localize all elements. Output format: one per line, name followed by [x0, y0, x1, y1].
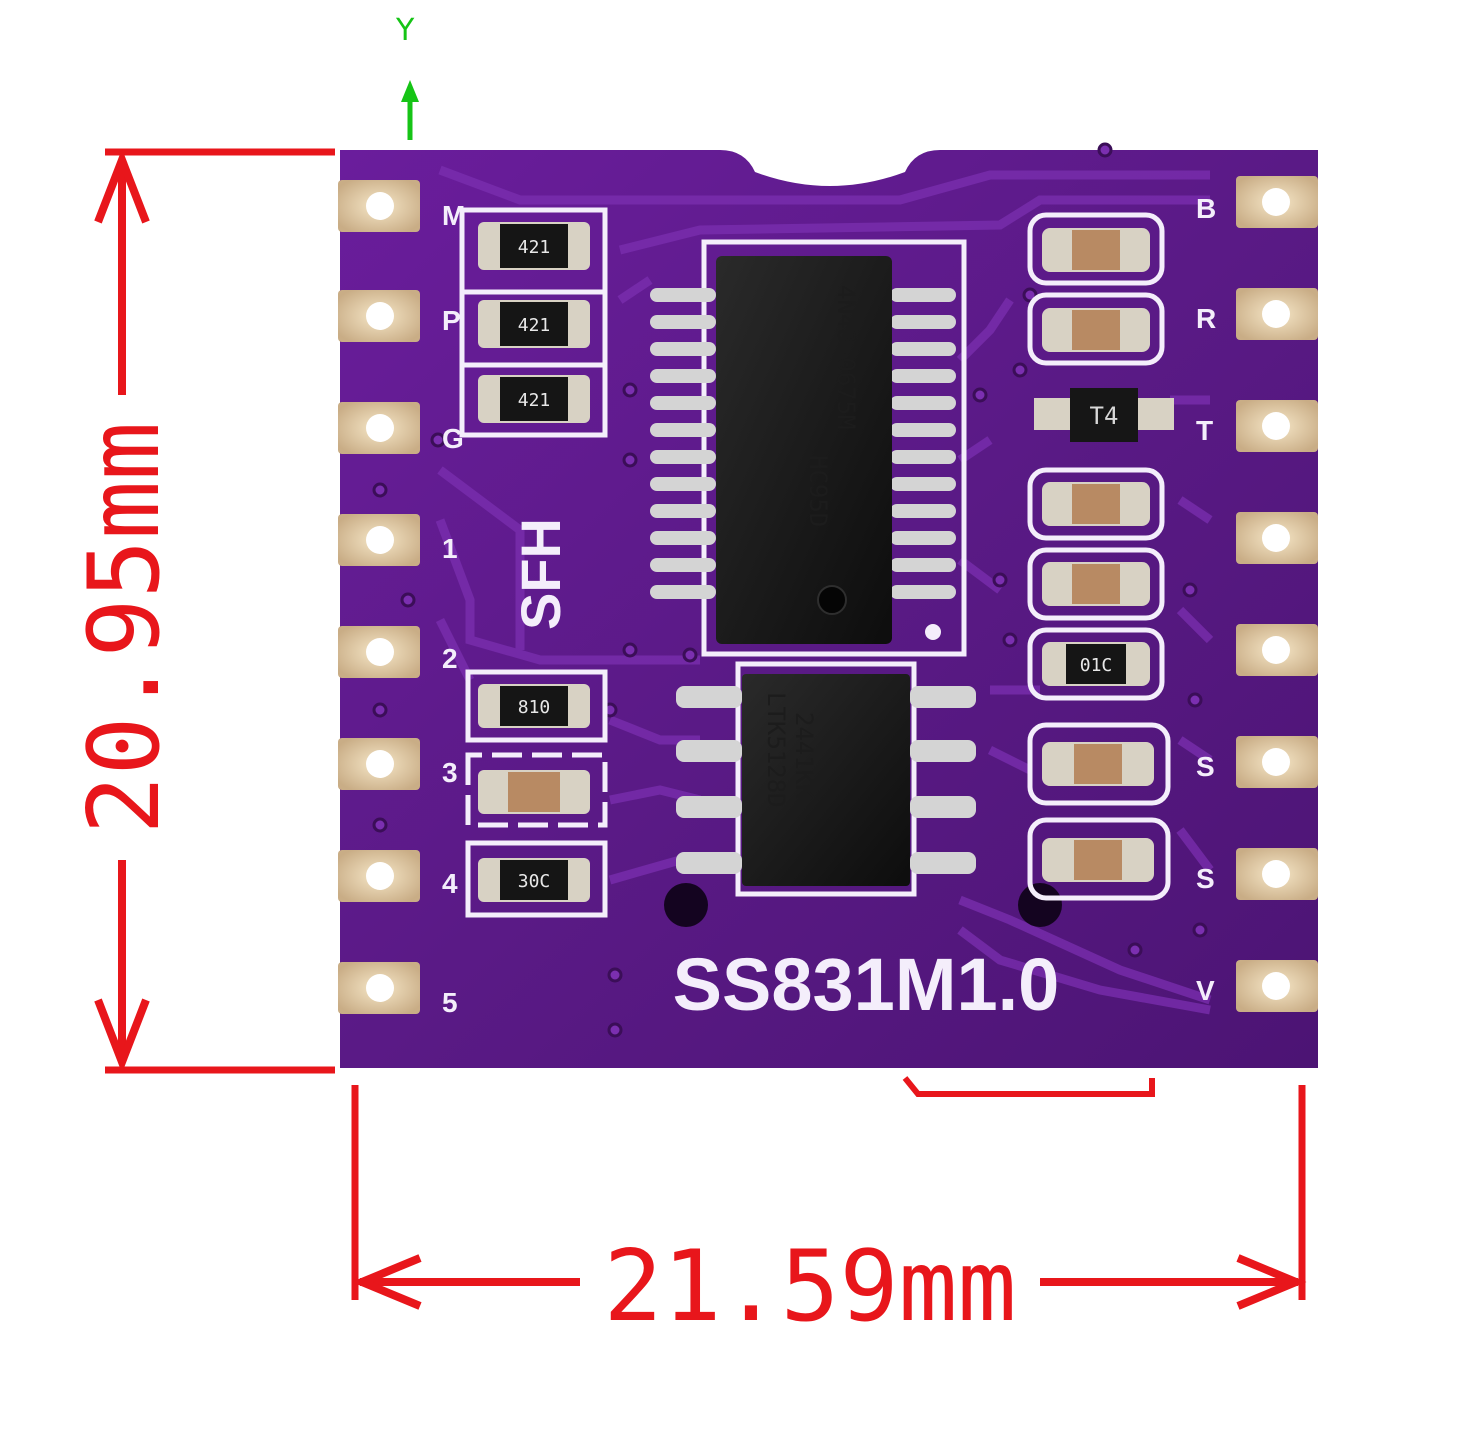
pin-label-right: R	[1196, 303, 1216, 334]
pin-label-left: G	[442, 423, 464, 454]
arrow-right-icon	[1236, 1254, 1307, 1310]
component-group-right: T4 01C	[1034, 228, 1174, 882]
pin-label-right: T	[1196, 415, 1213, 446]
ic-large-pins-right	[890, 288, 956, 599]
vias	[372, 142, 1208, 1038]
ic-small-marking: LTK5128D	[762, 692, 790, 808]
silk-outline-right	[1027, 212, 1171, 901]
pin-label-right: V	[1196, 975, 1215, 1006]
resistor: 01C	[1042, 642, 1150, 686]
resistor: 810	[478, 684, 590, 728]
resistor: 421	[478, 375, 590, 423]
pin-label-right: S	[1196, 751, 1215, 782]
capacitor	[1042, 838, 1154, 882]
resistor-marking: 810	[518, 697, 551, 718]
resistor-group-top-left: 421 421 421	[478, 222, 590, 423]
pin-label-left: P	[442, 305, 461, 336]
resistor-marking: 30C	[518, 871, 551, 892]
resistor: 30C	[478, 858, 590, 902]
ic-large-body	[716, 256, 892, 644]
resistor-marking: 421	[518, 315, 551, 336]
ic-large-marking: 4N48-0675M	[832, 285, 860, 430]
capacitor	[1042, 742, 1154, 786]
resistor: 421	[478, 222, 590, 270]
width-dimension-label: 21.59mm	[603, 1230, 1016, 1344]
y-axis-indicator: Y	[395, 13, 419, 140]
arrow-left-icon	[351, 1254, 422, 1310]
resistor-marking: 421	[518, 390, 551, 411]
ic-small: LTK5128D 2441KK	[676, 661, 976, 897]
arrow-down-icon	[94, 998, 150, 1074]
mounting-hole	[664, 883, 708, 927]
ic-small-pins-right	[910, 686, 976, 874]
ic-small-pins-left	[676, 686, 742, 874]
left-pin-labels: M P G 1 2 3 4 5	[442, 200, 465, 1018]
resistor-marking: 01C	[1080, 655, 1113, 676]
transistor: T4	[1034, 388, 1174, 442]
pin-label-right: B	[1196, 193, 1216, 224]
ic-large-marking: HC95D	[804, 455, 832, 527]
width-dimension: 21.59mm	[351, 1085, 1307, 1344]
ic-large: 4N48-0675M HC95D	[650, 239, 967, 657]
ic-pin1-dot	[817, 585, 847, 615]
ic-large-pins-left	[650, 288, 716, 599]
pin-label-left: 5	[442, 987, 458, 1018]
right-pad-column	[1236, 176, 1318, 1012]
capacitor	[1042, 228, 1150, 272]
silk-outline-bottom-left	[465, 669, 608, 918]
reference-bracket	[902, 1076, 1155, 1097]
y-axis-arrow-head-icon	[401, 80, 419, 102]
pin-label-left: 1	[442, 533, 458, 564]
board-name: SS831M1.0	[673, 943, 1060, 1026]
y-axis-label: Y	[395, 13, 415, 48]
pin-label-left: M	[442, 200, 465, 231]
capacitor	[1042, 482, 1150, 526]
arrow-up-icon	[94, 148, 150, 224]
height-dimension-label: 20.95mm	[68, 421, 182, 834]
mounting-hole	[1018, 883, 1062, 927]
height-dimension: 20.95mm	[68, 148, 335, 1074]
silk-outline-top-left	[459, 207, 608, 438]
resistor: 421	[478, 300, 590, 348]
capacitor	[478, 770, 590, 814]
ic-pin1-marker	[925, 624, 941, 640]
left-pad-column	[338, 180, 420, 1014]
capacitor	[1042, 308, 1150, 352]
ic-small-body	[742, 674, 910, 886]
resistor-marking: 421	[518, 237, 551, 258]
transistor-marking: T4	[1090, 402, 1119, 430]
pin-label-right: S	[1196, 863, 1215, 894]
component-group-bottom-left: 810 30C	[478, 684, 590, 902]
pin-label-left: 3	[442, 757, 458, 788]
right-pin-labels: B R T S S V	[1196, 193, 1216, 1006]
board-logo: SFH	[509, 518, 572, 630]
ic-small-marking: 2441KK	[790, 712, 818, 799]
capacitor	[1042, 562, 1150, 606]
pin-label-left: 2	[442, 643, 458, 674]
pin-label-left: 4	[442, 868, 458, 899]
